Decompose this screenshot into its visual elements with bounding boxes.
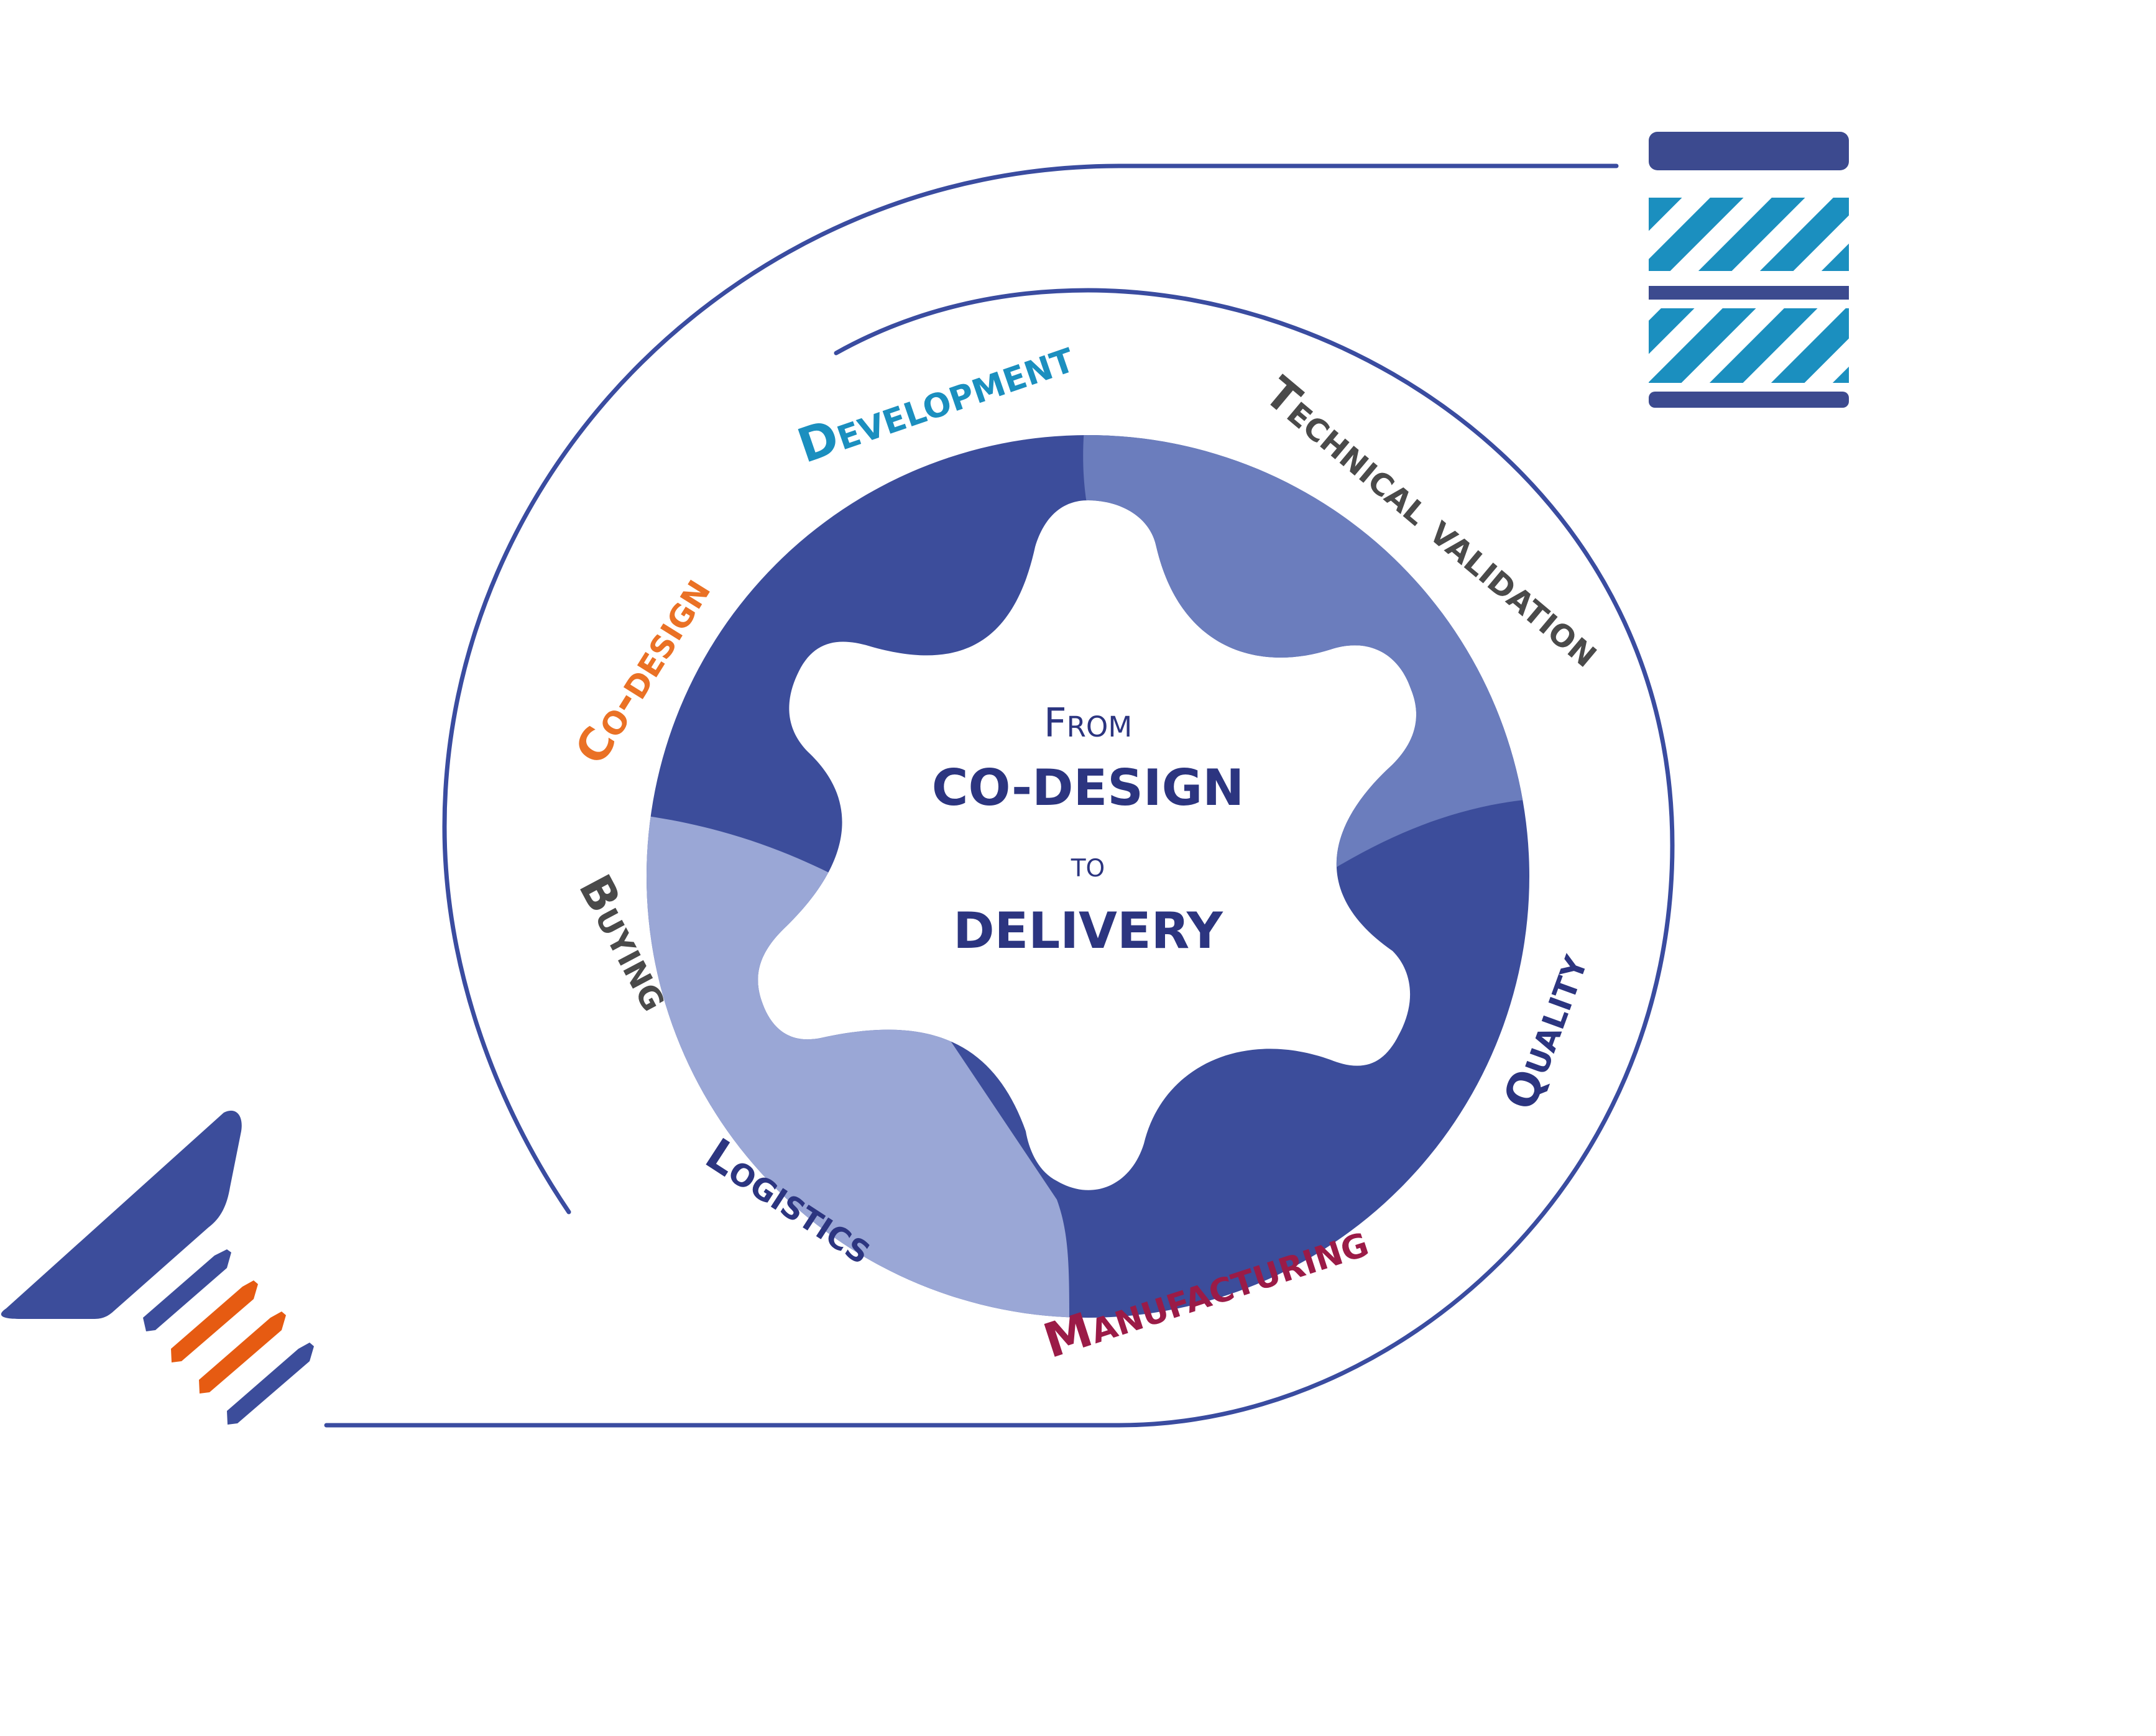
process-flow-line-outer	[324, 288, 1675, 1428]
center-delivery: DELIVERY	[953, 902, 1223, 960]
center-from: From	[1044, 700, 1132, 746]
center-co-design: CO-DESIGN	[932, 759, 1244, 817]
brand-logo-icon	[1, 1110, 314, 1425]
process-flow-line	[442, 163, 1619, 1215]
fabric-roll-icon	[1649, 132, 1849, 408]
center-to: to	[1071, 845, 1105, 885]
